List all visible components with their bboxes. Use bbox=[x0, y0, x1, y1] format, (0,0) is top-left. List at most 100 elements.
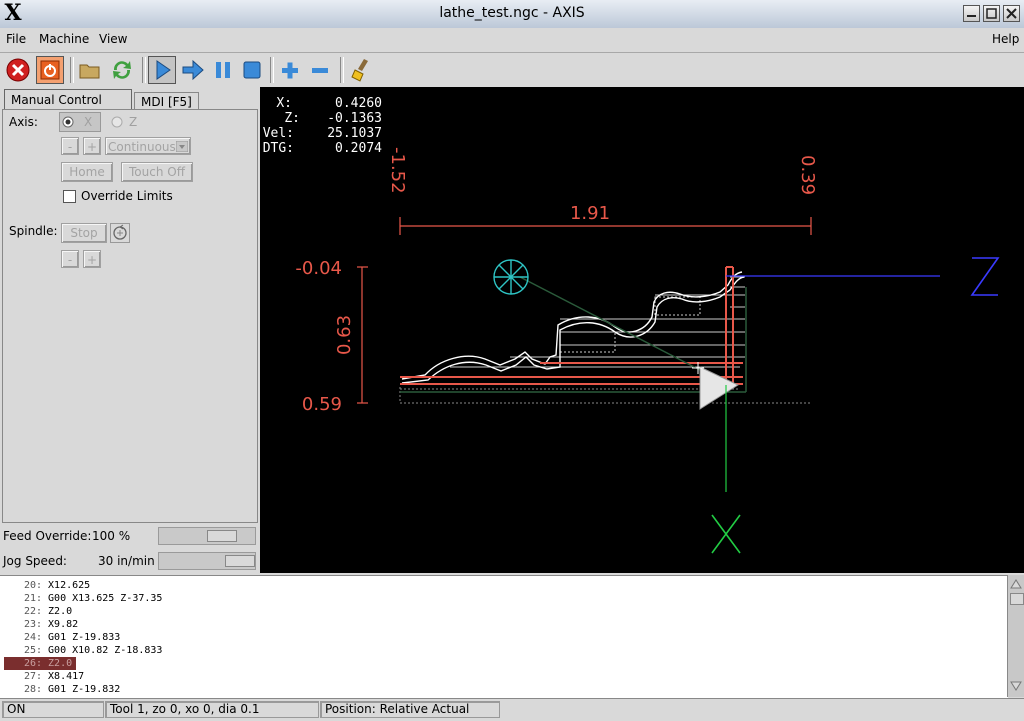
feed-override-slider[interactable] bbox=[158, 527, 256, 545]
stop-button[interactable] bbox=[238, 56, 266, 84]
chevron-down-icon bbox=[176, 141, 188, 152]
status-bar: ON Tool 1, zo 0, xo 0, dia 0.1 Position:… bbox=[0, 698, 1024, 721]
reload-button[interactable] bbox=[108, 56, 136, 84]
jog-mode-value: Continuous bbox=[108, 140, 176, 154]
stock-outline bbox=[400, 387, 811, 403]
clear-plot-button[interactable] bbox=[348, 56, 376, 84]
estop-icon bbox=[4, 56, 32, 84]
tab-mdi[interactable]: MDI [F5] bbox=[134, 92, 199, 110]
line-number: 27: bbox=[4, 670, 42, 683]
pause-icon bbox=[209, 56, 237, 84]
scroll-thumb[interactable] bbox=[1010, 593, 1024, 605]
zoom-out-button[interactable] bbox=[306, 56, 334, 84]
line-number: 26: bbox=[4, 657, 42, 670]
close-icon bbox=[1004, 6, 1019, 21]
gcode-line-active[interactable]: 26: Z2.0 bbox=[4, 657, 76, 670]
toolbar-separator bbox=[70, 57, 74, 83]
close-button[interactable] bbox=[1003, 5, 1020, 22]
menu-help[interactable]: Help bbox=[992, 32, 1019, 46]
z-axis bbox=[726, 258, 998, 295]
power-button[interactable] bbox=[36, 56, 64, 84]
jog-minus-button[interactable]: - bbox=[61, 137, 79, 155]
line-code: Z2.0 bbox=[48, 658, 72, 669]
gcode-line[interactable]: 24: G01 Z-19.833 bbox=[4, 631, 120, 644]
spindle-brake-icon bbox=[111, 224, 129, 242]
line-code: Z2.0 bbox=[48, 606, 72, 617]
feed-override-value: 100 % bbox=[92, 529, 130, 543]
line-code: G01 Z-19.832 bbox=[48, 684, 120, 695]
dim-right-label: 0.39 bbox=[797, 155, 818, 195]
preview-canvas[interactable]: X: 0.4260 Z: -0.1363 Vel: 25.1037 DTG: 0… bbox=[260, 87, 1024, 573]
x-axis-label: X bbox=[726, 546, 727, 548]
gcode-line[interactable]: 28: G01 Z-19.832 bbox=[4, 683, 120, 696]
open-file-button[interactable] bbox=[76, 56, 104, 84]
spindle-plus-button[interactable]: + bbox=[83, 250, 101, 268]
menu-view[interactable]: View bbox=[99, 32, 127, 46]
zoom-out-icon bbox=[306, 56, 334, 84]
line-number: 23: bbox=[4, 618, 42, 631]
window-title: lathe_test.ngc - AXIS bbox=[0, 5, 1024, 21]
axis-label: Axis: bbox=[9, 115, 38, 129]
dro-vel-value: 25.1037 bbox=[327, 126, 382, 141]
tab-manual-control[interactable]: Manual Control [F3] bbox=[4, 89, 132, 109]
axis-x-radio[interactable]: X bbox=[59, 112, 101, 132]
dro-x-value: 0.4260 bbox=[335, 96, 382, 111]
dro-x-label: X: bbox=[276, 96, 292, 111]
line-code: G00 X13.625 Z-37.35 bbox=[48, 593, 162, 604]
jog-speed-slider[interactable] bbox=[158, 552, 256, 570]
menu-machine[interactable]: Machine bbox=[39, 32, 89, 46]
menu-file[interactable]: File bbox=[6, 32, 26, 46]
jog-speed-label: Jog Speed: bbox=[3, 554, 67, 568]
clear-plot-icon bbox=[348, 56, 376, 84]
gcode-scrollbar[interactable] bbox=[1007, 575, 1024, 697]
pause-button[interactable] bbox=[209, 56, 237, 84]
override-limits-label: Override Limits bbox=[81, 189, 173, 203]
run-button[interactable] bbox=[148, 56, 176, 84]
toolbar-separator bbox=[142, 57, 146, 83]
dim-height-label: 0.63 bbox=[334, 315, 355, 355]
line-code: G00 X10.82 Z-18.833 bbox=[48, 645, 162, 656]
tab-strip: Manual Control [F3] MDI [F5] bbox=[2, 89, 258, 111]
gcode-line[interactable]: 25: G00 X10.82 Z-18.833 bbox=[4, 644, 162, 657]
line-code: X12.625 bbox=[48, 580, 90, 591]
title-bar: X lathe_test.ngc - AXIS bbox=[0, 0, 1024, 29]
home-button[interactable]: Home bbox=[61, 162, 113, 182]
dro-z-label: Z: bbox=[284, 111, 300, 126]
line-code: X8.417 bbox=[48, 671, 84, 682]
run-icon bbox=[149, 57, 175, 83]
machine-state: ON bbox=[2, 701, 104, 718]
gcode-line[interactable]: 23: X9.82 bbox=[4, 618, 78, 631]
active-line-highlight: 26: Z2.0 bbox=[4, 657, 76, 670]
jog-plus-button[interactable]: + bbox=[83, 137, 101, 155]
feed-override-handle[interactable] bbox=[207, 530, 237, 542]
scroll-down-icon[interactable] bbox=[1009, 679, 1023, 693]
dim-top-label: -0.04 bbox=[295, 258, 342, 279]
jog-speed-handle[interactable] bbox=[225, 555, 255, 567]
line-number: 20: bbox=[4, 579, 42, 592]
axis-z-radio[interactable]: Z bbox=[109, 112, 149, 132]
scroll-up-icon[interactable] bbox=[1009, 577, 1023, 591]
spindle-brake-toggle[interactable] bbox=[110, 223, 130, 243]
jog-mode-select[interactable]: Continuous bbox=[105, 137, 191, 155]
gcode-line[interactable]: 20: X12.625 bbox=[4, 579, 90, 592]
touch-off-button[interactable]: Touch Off bbox=[121, 162, 193, 182]
dim-bottom-label: 0.59 bbox=[302, 394, 342, 415]
step-button[interactable] bbox=[179, 56, 207, 84]
open-file-icon bbox=[76, 56, 104, 84]
gcode-listing[interactable]: 20: X12.625 21: G00 X13.625 Z-37.35 22: … bbox=[0, 575, 1008, 698]
minimize-icon bbox=[964, 6, 979, 21]
override-limits-checkbox[interactable] bbox=[63, 190, 76, 203]
zoom-in-button[interactable] bbox=[276, 56, 304, 84]
gcode-line[interactable]: 27: X8.417 bbox=[4, 670, 84, 683]
gcode-line[interactable]: 21: G00 X13.625 Z-37.35 bbox=[4, 592, 162, 605]
spindle-stop-button[interactable]: Stop bbox=[61, 223, 107, 243]
spindle-minus-button[interactable]: - bbox=[61, 250, 79, 268]
power-icon bbox=[37, 57, 63, 83]
estop-button[interactable] bbox=[4, 56, 32, 84]
maximize-button[interactable] bbox=[983, 5, 1000, 22]
tool-info: Tool 1, zo 0, xo 0, dia 0.1 bbox=[105, 701, 319, 718]
minimize-button[interactable] bbox=[963, 5, 980, 22]
roughing-passes bbox=[450, 277, 745, 367]
maximize-icon bbox=[984, 6, 999, 21]
gcode-line[interactable]: 22: Z2.0 bbox=[4, 605, 72, 618]
